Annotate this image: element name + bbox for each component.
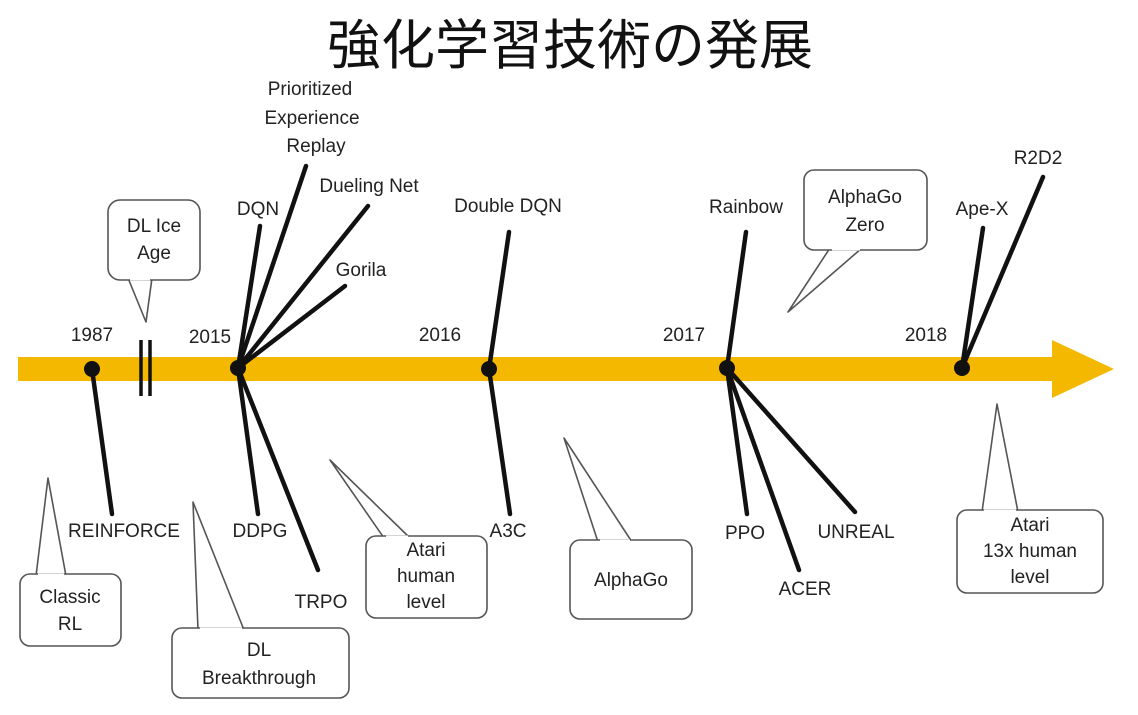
- diagram-title: 強化学習技術の発展: [327, 14, 813, 77]
- callout-classic-rl: Classic RL: [19, 477, 122, 647]
- callout-atari-13x-line-3: level: [1010, 567, 1049, 588]
- connector-per: [235, 163, 309, 371]
- connector-reinforce: [89, 366, 115, 517]
- year-2018: 2018: [905, 325, 947, 346]
- event-dot-2015: [230, 360, 246, 376]
- callout-alphago-zero: AlphaGo Zero: [787, 169, 928, 313]
- callout-atari-13x-line-2: 13x human: [983, 541, 1077, 562]
- callout-alphago-zero-line-1: AlphaGo: [828, 187, 902, 208]
- callout-dl-breakthrough-line-1: DL: [247, 640, 271, 661]
- connector-double-dqn: [486, 229, 512, 372]
- event-dot-2017: [719, 360, 735, 376]
- method-ddpg: DDPG: [233, 521, 288, 542]
- callout-alphago: AlphaGo: [563, 437, 693, 620]
- method-acer: ACER: [779, 579, 832, 600]
- callout-dl-breakthrough: DL Breakthrough: [171, 501, 350, 699]
- callout-atari-human-level-line-1: Atari: [406, 540, 445, 561]
- method-per-line-3: Replay: [286, 136, 346, 157]
- connector-acer: [724, 365, 802, 573]
- callout-alphago-label: AlphaGo: [594, 570, 668, 591]
- connector-gorila: [235, 283, 348, 371]
- method-unreal: UNREAL: [817, 522, 894, 543]
- connector-ddpg: [235, 365, 261, 517]
- connector-ppo: [724, 365, 750, 517]
- connector-apex: [959, 225, 986, 371]
- connector-a3c: [486, 366, 513, 517]
- callout-classic-rl-line-1: Classic: [39, 587, 100, 608]
- callout-atari-13x-line-1: Atari: [1010, 515, 1049, 536]
- method-dqn: DQN: [237, 199, 279, 220]
- callout-dl-ice-age-line-1: DL Ice: [127, 216, 181, 237]
- year-2017: 2017: [663, 325, 705, 346]
- method-a3c: A3C: [490, 521, 527, 542]
- year-1987: 1987: [71, 325, 113, 346]
- callout-atari-human-level: Atari human level: [329, 459, 488, 619]
- year-2016: 2016: [419, 325, 461, 346]
- method-rainbow: Rainbow: [709, 197, 783, 218]
- method-r2d2: R2D2: [1014, 148, 1063, 169]
- connector-r2d2: [959, 174, 1046, 371]
- event-dot-2016: [481, 361, 497, 377]
- callout-atari-13x-human-level: Atari 13x human level: [956, 403, 1104, 594]
- callout-dl-ice-age: DL Ice Age: [107, 199, 201, 323]
- connector-trpo: [235, 365, 321, 573]
- event-dot-1987: [84, 361, 100, 377]
- method-apex: Ape-X: [956, 199, 1009, 220]
- connector-rainbow: [724, 229, 749, 371]
- method-per-line-2: Experience: [264, 108, 359, 129]
- callout-atari-human-level-line-2: human: [397, 566, 455, 587]
- method-ppo: PPO: [725, 523, 765, 544]
- callout-dl-ice-age-line-2: Age: [137, 243, 171, 264]
- method-per-line-1: Prioritized: [268, 79, 352, 100]
- callout-dl-breakthrough-line-2: Breakthrough: [202, 668, 316, 689]
- method-double-dqn: Double DQN: [454, 196, 562, 217]
- method-gorila: Gorila: [336, 260, 387, 281]
- method-trpo: TRPO: [295, 592, 348, 613]
- callout-classic-rl-line-2: RL: [58, 614, 82, 635]
- year-2015: 2015: [189, 327, 231, 348]
- method-dueling-net: Dueling Net: [319, 176, 419, 197]
- timeline-arrow: [18, 340, 1114, 398]
- method-reinforce: REINFORCE: [68, 521, 180, 542]
- connector-dqn: [235, 223, 263, 371]
- connector-dueling-net: [235, 203, 371, 371]
- callout-atari-human-level-line-3: level: [406, 592, 445, 613]
- event-dot-2018: [954, 360, 970, 376]
- callout-alphago-zero-line-2: Zero: [845, 215, 884, 236]
- connector-unreal: [724, 365, 858, 515]
